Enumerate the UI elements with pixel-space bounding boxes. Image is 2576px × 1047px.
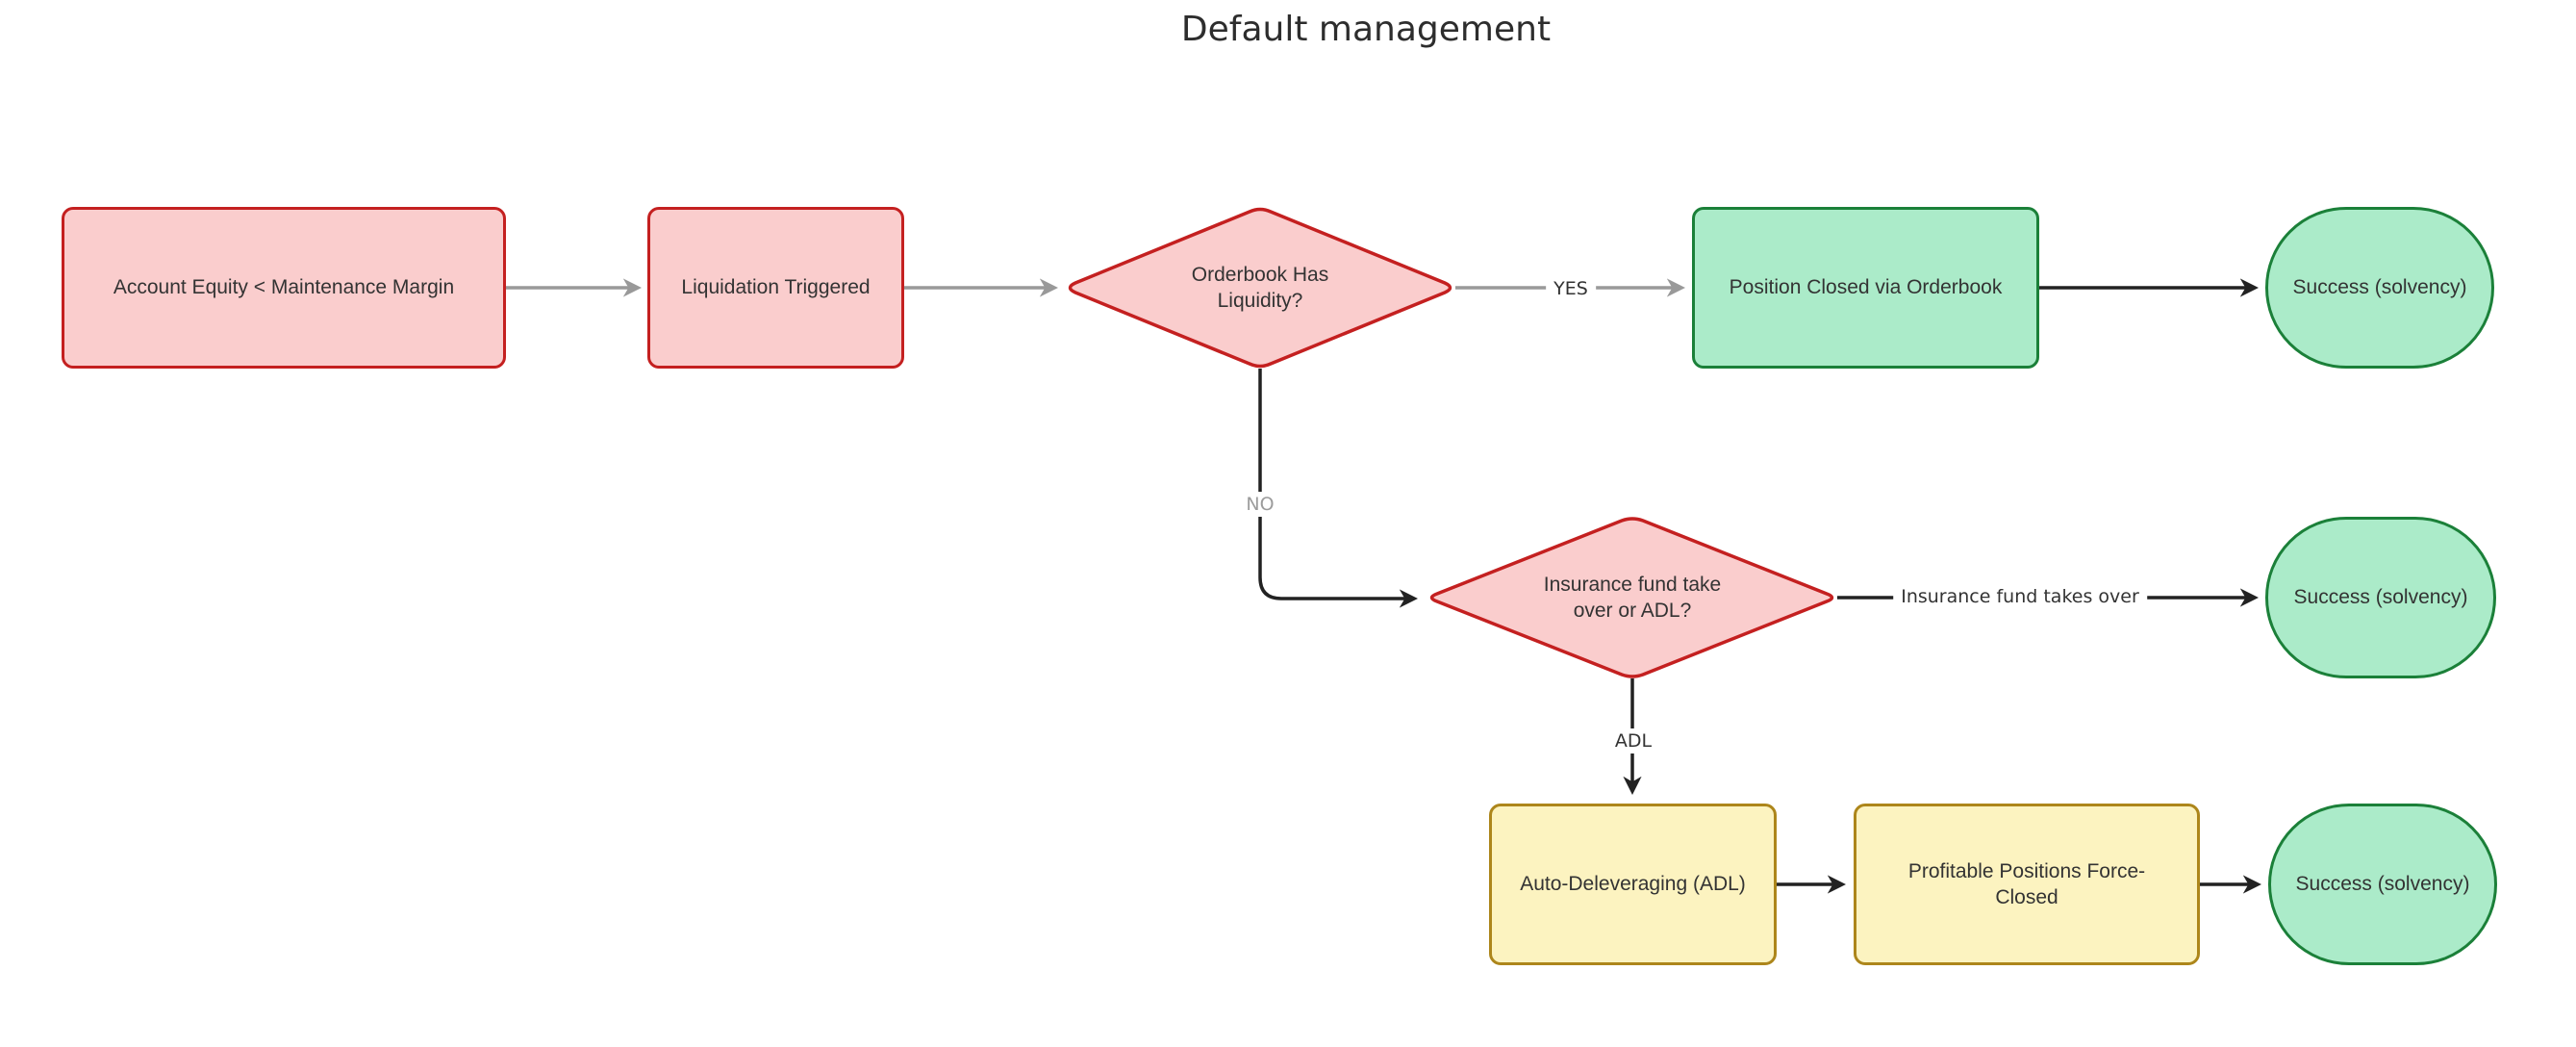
node-success-1-label: Success (solvency) [2292,276,2467,299]
node-auto-deleveraging: Auto-Deleveraging (ADL) [1489,804,1777,965]
node-orderbook-liquidity-shape [1068,207,1452,369]
node-liquidation-triggered: Liquidation Triggered [647,207,904,369]
node-success-3-label: Success (solvency) [2295,873,2470,896]
node-success-3: Success (solvency) [2268,804,2497,965]
edge-label-insurance: Insurance fund takes over [1893,584,2147,609]
node-insurance-or-adl: Insurance fund take over or ADL? [1531,553,1733,642]
edge-label-adl: ADL [1606,728,1660,753]
node-position-closed: Position Closed via Orderbook [1692,207,2039,369]
edge-label-no: NO [1238,492,1282,517]
node-success-2: Success (solvency) [2265,517,2496,678]
node-position-closed-label: Position Closed via Orderbook [1729,276,2003,299]
edge-label-yes: YES [1546,276,1596,301]
node-account-equity-label: Account Equity < Maintenance Margin [113,276,455,299]
node-insurance-or-adl-shape [1429,517,1834,678]
node-insurance-or-adl-label: Insurance fund take over or ADL? [1543,573,1722,622]
node-account-equity: Account Equity < Maintenance Margin [62,207,506,369]
node-auto-deleveraging-label: Auto-Deleveraging (ADL) [1520,873,1746,896]
node-success-1: Success (solvency) [2265,207,2494,369]
node-profitable-closed-label: Profitable Positions Force-Closed [1907,859,2146,908]
node-profitable-closed: Profitable Positions Force-Closed [1854,804,2200,965]
node-liquidation-triggered-label: Liquidation Triggered [681,276,871,299]
node-orderbook-liquidity: Orderbook Has Liquidity? [1154,243,1366,332]
node-success-2-label: Success (solvency) [2293,586,2468,609]
diagram-title: Default management [1180,10,1552,49]
edge-orderbook-no [1258,369,1419,608]
node-orderbook-liquidity-label: Orderbook Has Liquidity? [1191,263,1329,312]
